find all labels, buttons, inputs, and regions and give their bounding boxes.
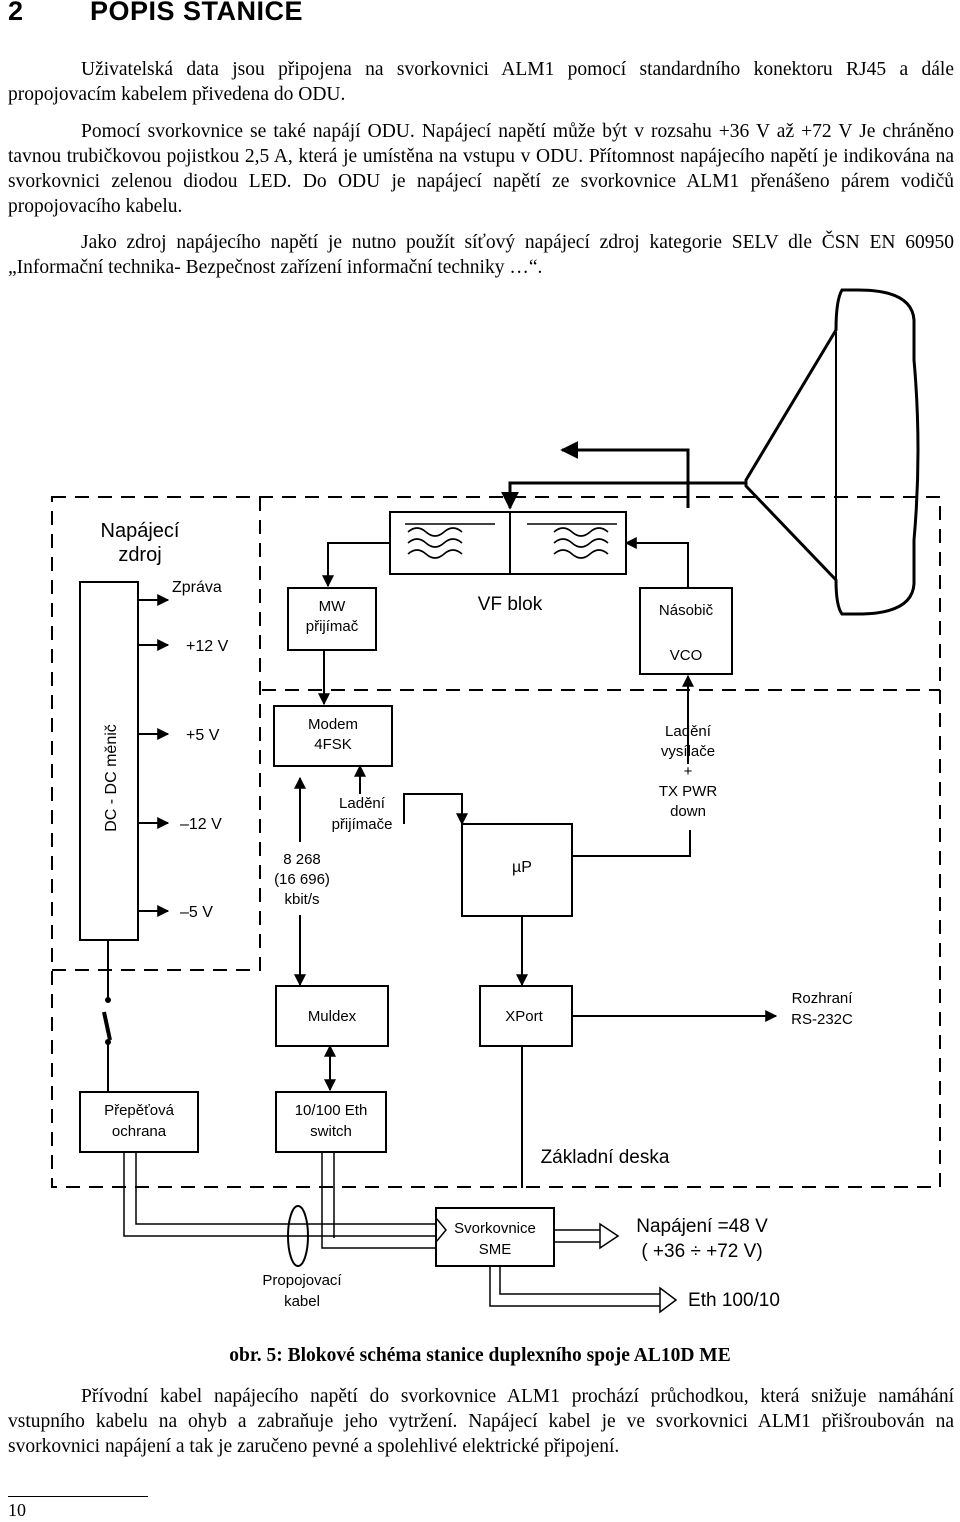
base-board-outline — [51, 496, 941, 1188]
eth-switch-label-2: switch — [310, 1123, 352, 1140]
block-diagram: Napájecí zdroj DC - DC měnič Zpráva +12 … — [51, 288, 941, 1314]
power-input-lines — [554, 1222, 620, 1250]
dish-antenna — [744, 288, 920, 616]
prepetova-label-2: ochrana — [112, 1123, 167, 1140]
section-title: POPIS STANICE — [90, 0, 304, 26]
modem-box — [273, 705, 393, 767]
section-number: 2 — [8, 0, 24, 26]
ladeni-vysilace-label-4: TX PWR — [659, 783, 717, 800]
ladeni-vysilace-label-1: Ladění — [665, 723, 712, 740]
svorkovnice-label-2: SME — [479, 1241, 512, 1258]
section-heading: 2 POPIS STANICE — [8, 0, 303, 27]
switch-icon — [102, 940, 112, 1092]
figure-caption: obr. 5: Blokové schéma stanice duplexníh… — [229, 1345, 731, 1366]
napajeni-label-1: Napájení =48 V — [636, 1216, 768, 1237]
closing-text: Přívodní kabel napájecího napětí do svor… — [8, 1384, 954, 1459]
rozhrani-label-2: RS-232C — [791, 1011, 853, 1028]
nasobic-label: Násobič — [659, 602, 714, 619]
paragraph-1: Uživatelská data jsou připojena na svork… — [8, 59, 954, 105]
vf-blok-label: VF blok — [478, 594, 543, 615]
paragraph-3: Jako zdroj napájecího napětí je nutno po… — [8, 232, 954, 278]
rate-label-2: (16 696) — [274, 871, 330, 888]
svorkovnice-sme-box — [435, 1207, 555, 1267]
v12p-label: +12 V — [186, 638, 229, 655]
rozhrani-label-1: Rozhraní — [792, 990, 854, 1007]
mw-receiver-box — [287, 587, 377, 651]
power-supply-label-2: zdroj — [118, 544, 161, 566]
prepetova-label-1: Přepěťová — [104, 1102, 174, 1119]
modem-label-1: Modem — [308, 716, 358, 733]
xport-label: XPort — [505, 1008, 543, 1025]
zprava-label: Zpráva — [172, 579, 222, 596]
napajeni-label-2: ( +36 ÷ +72 V) — [641, 1241, 762, 1262]
ladeni-prijimace-label-2: přijímače — [332, 816, 393, 833]
v5p-label: +5 V — [186, 727, 220, 744]
mw-label-1: MW — [319, 598, 346, 615]
cable-lines — [123, 1152, 447, 1249]
propojovaci-label-1: Propojovací — [262, 1272, 342, 1289]
v12n-label: –12 V — [180, 816, 222, 833]
filter-wave-icon-right — [527, 523, 617, 559]
intro-text: Uživatelská data jsou připojena na svork… — [8, 57, 954, 280]
page-number: 10 — [8, 1500, 26, 1520]
v5n-label: –5 V — [180, 904, 213, 921]
muldex-label: Muldex — [308, 1008, 357, 1025]
paragraph-2: Pomocí svorkovnice se také napájí ODU. N… — [8, 121, 954, 217]
svorkovnice-label-1: Svorkovnice — [454, 1220, 536, 1237]
ladeni-vysilace-label-5: down — [670, 803, 706, 820]
filter-wave-icon-left — [405, 523, 495, 559]
eth-switch-box — [275, 1091, 387, 1153]
paragraph-4: Přívodní kabel napájecího napětí do svor… — [8, 1386, 954, 1457]
rate-label-3: kbit/s — [284, 891, 319, 908]
mw-label-2: přijímač — [306, 618, 359, 635]
eth-switch-label-1: 10/100 Eth — [295, 1102, 368, 1119]
up-label: µP — [512, 859, 532, 876]
eth-output-lines — [489, 1266, 678, 1314]
cable-bundle-icon — [287, 1205, 309, 1267]
dcdc-converter-label: DC - DC měnič — [103, 724, 120, 832]
vco-label: VCO — [670, 647, 703, 664]
rate-label-1: 8 268 — [283, 851, 321, 868]
multiplier-vco-box — [639, 587, 733, 675]
ladeni-vysilace-label-3: + — [684, 763, 693, 780]
power-supply-label-1: Napájecí — [101, 520, 180, 542]
prepetova-ochrana-box — [79, 1091, 199, 1153]
ladeni-prijimace-label-1: Ladění — [339, 795, 386, 812]
footer-rule — [8, 1496, 148, 1497]
modem-label-2: 4FSK — [314, 736, 352, 753]
propojovaci-label-2: kabel — [284, 1293, 320, 1310]
up-box — [461, 823, 573, 917]
eth-10010-label: Eth 100/10 — [688, 1290, 780, 1311]
ladeni-vysilace-label-2: vysílače — [661, 743, 715, 760]
zakladni-deska-label: Základní deska — [541, 1147, 670, 1168]
